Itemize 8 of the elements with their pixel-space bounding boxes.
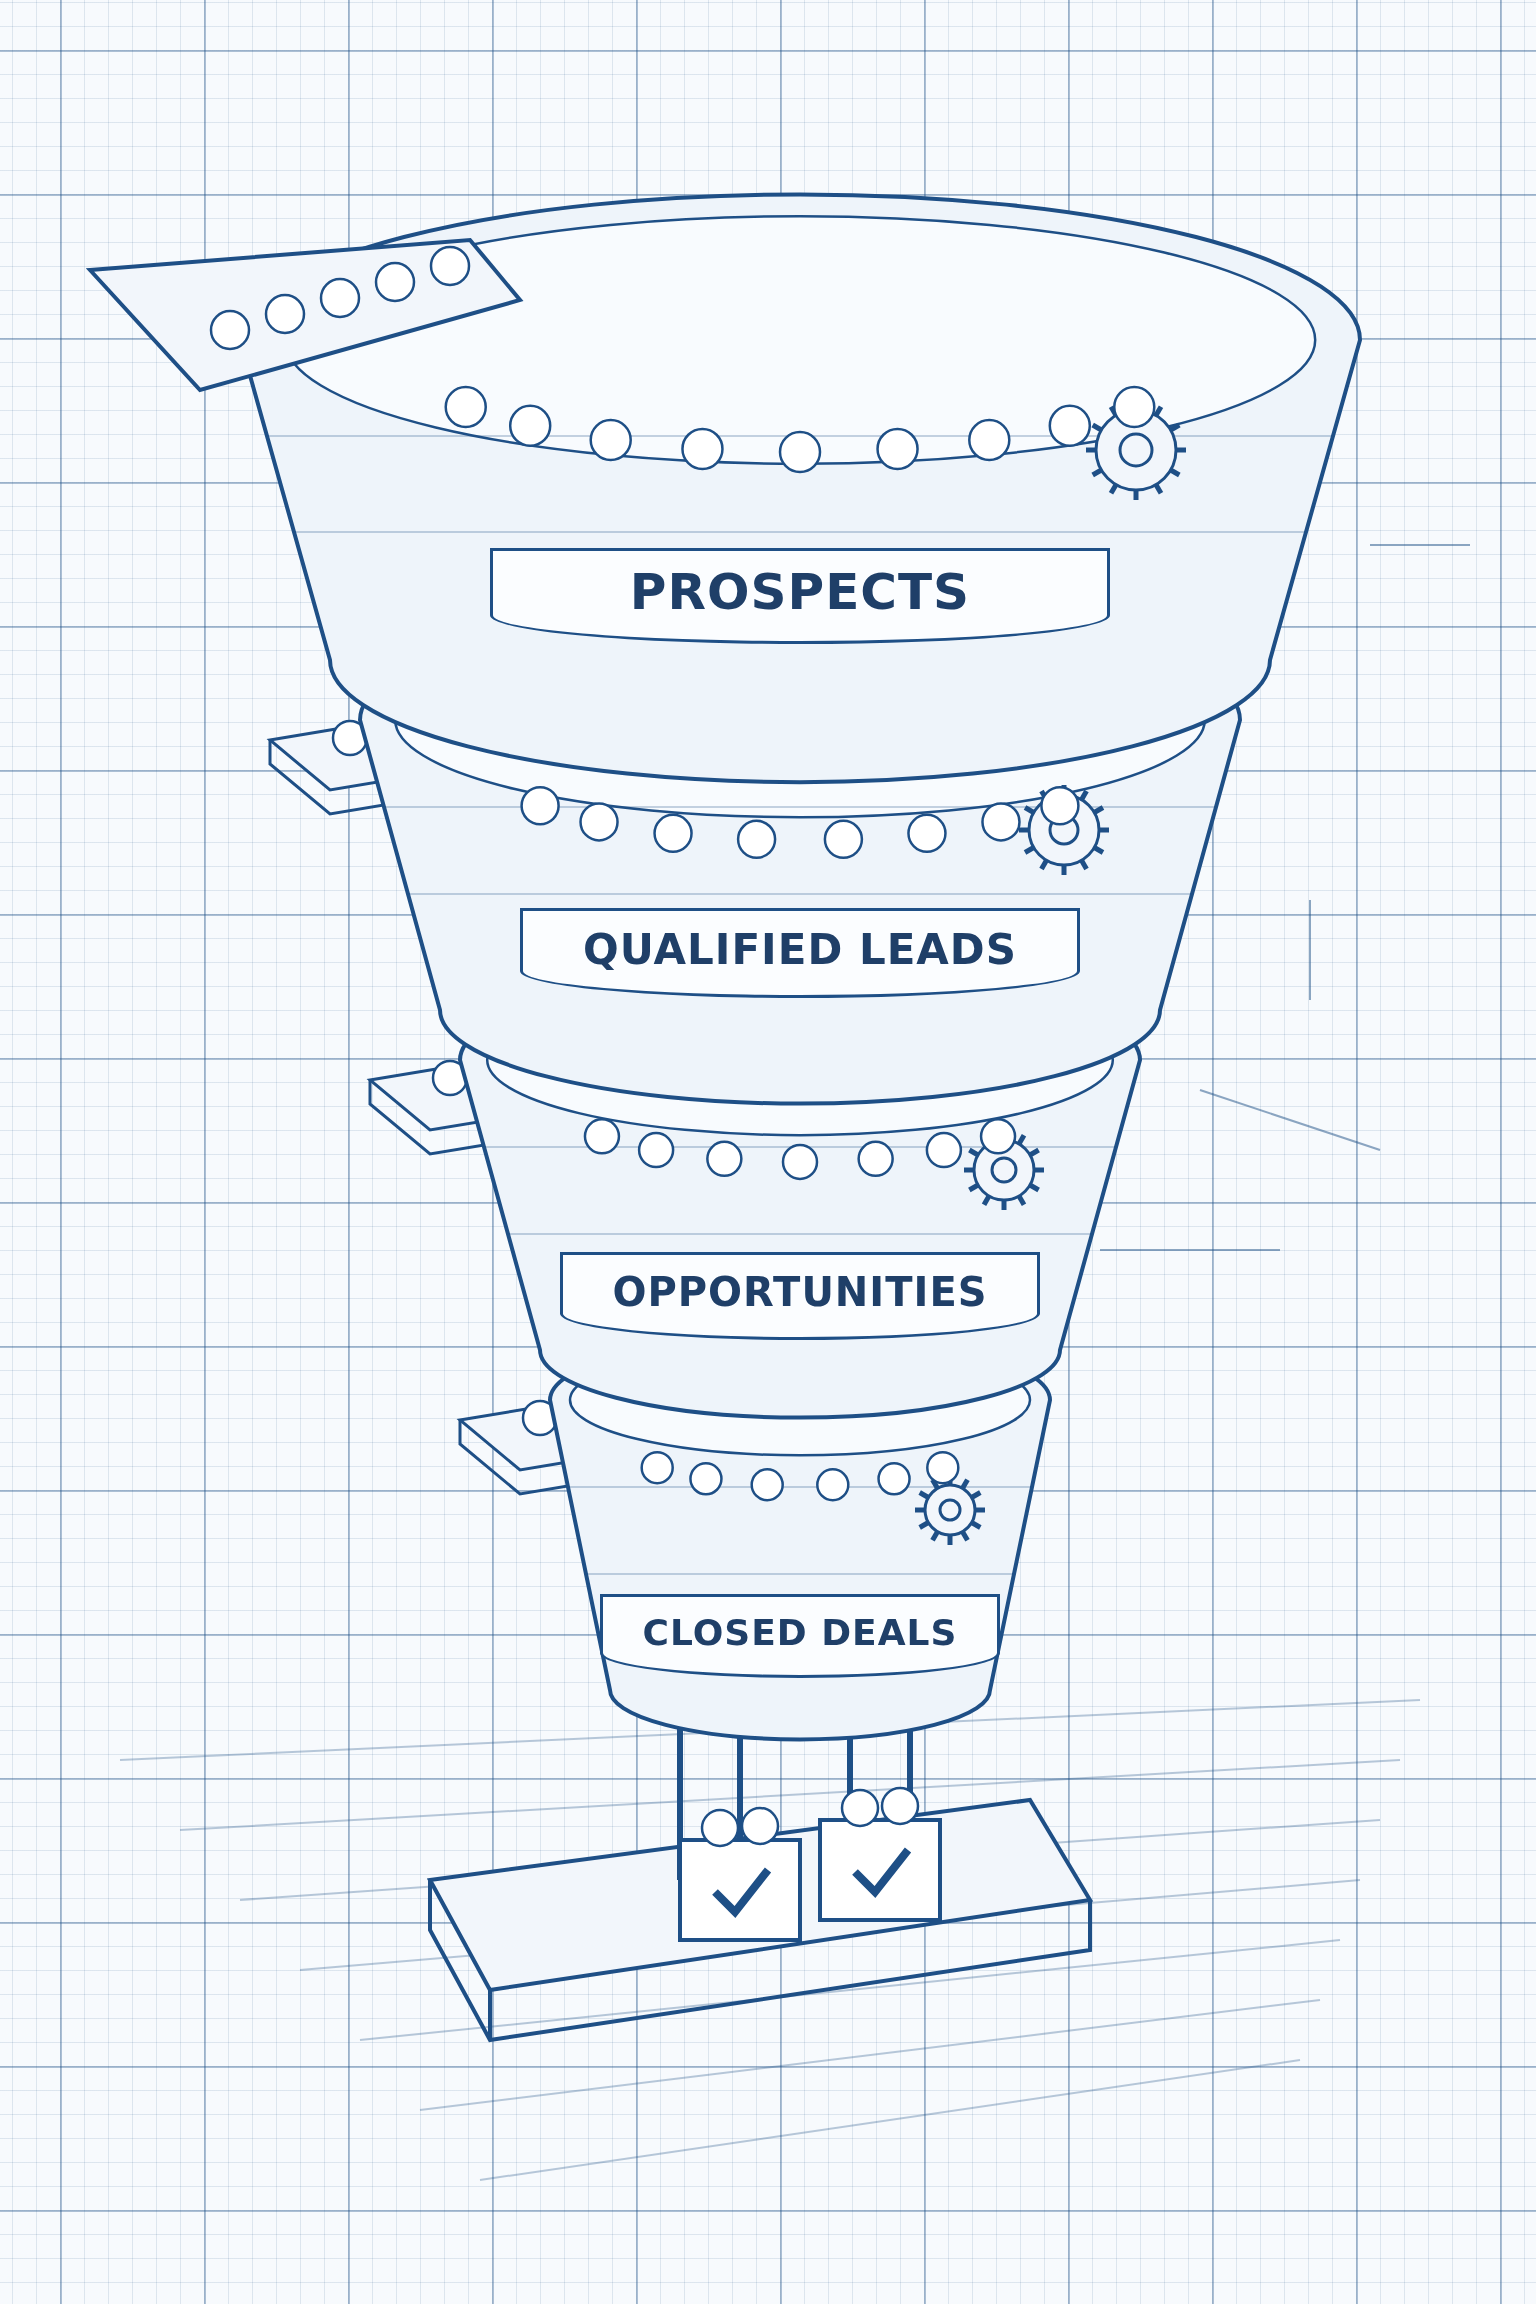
funnel-stage-band — [490, 548, 1110, 644]
stage-label: PROSPECTS — [629, 563, 971, 621]
stage-label: QUALIFIED LEADS — [583, 924, 1017, 974]
funnel-stage-band — [560, 1252, 1040, 1340]
stage-label: OPPORTUNITIES — [612, 1269, 988, 1315]
funnel-stage-band — [600, 1594, 1000, 1678]
funnel-stage-band — [520, 908, 1080, 998]
stage-label: CLOSED DEALS — [642, 1611, 958, 1653]
